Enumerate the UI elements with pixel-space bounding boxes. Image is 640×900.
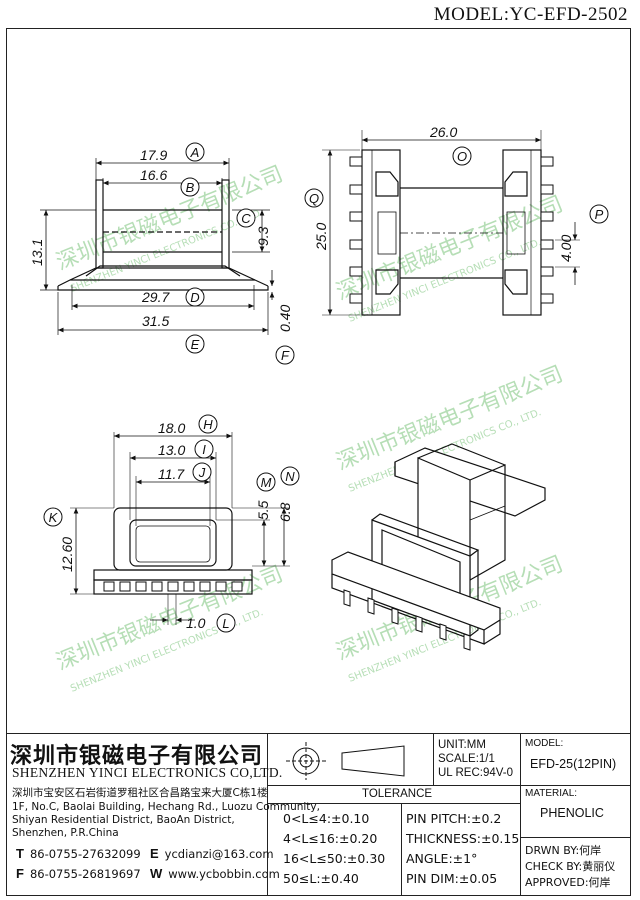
label-q: Q	[309, 191, 319, 206]
dim-5-5: 5.5	[255, 500, 271, 520]
tolerance-row-4-right: PIN DIM:±0.05	[406, 871, 498, 886]
dim-4-00: 4.00	[558, 235, 574, 262]
drawn-by: DRWN BY:何岸	[525, 844, 602, 857]
dim-9-3: 9.3	[255, 226, 271, 246]
company-name-en: SHENZHEN YINCI ELECTRONICS CO,LTD.	[12, 765, 283, 780]
dim-13-0: 13.0	[158, 442, 185, 458]
dim-13-1: 13.1	[29, 239, 45, 266]
website: www.ycbobbin.com	[168, 867, 280, 881]
ul-rec: UL REC:94V-0	[438, 767, 513, 779]
fax-number: 86-0755-26819697	[29, 867, 141, 881]
drawing-frame	[6, 28, 631, 896]
dim-6-8: 6.8	[277, 502, 293, 522]
label-c: C	[241, 211, 251, 226]
side-view-dimensions	[43, 160, 275, 333]
email-address: ycdianzi@163.com	[164, 847, 274, 861]
top-view	[361, 149, 542, 316]
address-cn: 深圳市宝安区石岩街道罗租社区合昌路宝来大厦C栋1楼	[12, 787, 268, 799]
unit: UNIT:MM	[438, 739, 486, 751]
label-d: D	[190, 290, 199, 305]
title-block-top-border	[7, 733, 630, 735]
callout-labels: A B C D E F O P Q H I J K L M N	[43, 142, 609, 633]
dim-12-60: 12.60	[59, 537, 75, 572]
tolerance-row-2-right: THICKNESS:±0.15	[406, 831, 520, 846]
dim-1-0: 1.0	[186, 615, 206, 631]
tolerance-row-1-right: PIN PITCH:±0.2	[406, 811, 502, 826]
label-j: J	[198, 465, 206, 480]
address-en-2: Shiyan Residential District, BaoAn Distr…	[12, 814, 235, 826]
label-o: O	[457, 149, 467, 164]
dim-31-5: 31.5	[142, 313, 169, 329]
label-a: A	[190, 145, 200, 160]
front-view-pin-slots	[103, 581, 243, 592]
address-en-3: Shenzhen, P.R.China	[12, 827, 119, 839]
checked-by: CHECK BY:黄丽仪	[525, 860, 616, 873]
address-en-1: 1F, No.C, Baolai Building, Hechang Rd., …	[12, 801, 320, 813]
approved-by: APPROVED:何岸	[525, 876, 611, 889]
label-m: M	[261, 475, 272, 490]
dim-17-9: 17.9	[140, 147, 167, 163]
dim-18-0: 18.0	[158, 420, 185, 436]
tel-number: 86-0755-27632099	[29, 847, 141, 861]
projection-symbol-icon	[286, 742, 405, 780]
dim-29-7: 29.7	[141, 289, 170, 305]
scale: SCALE:1/1	[438, 753, 495, 765]
label-f: F	[281, 348, 290, 363]
material-value: PHENOLIC	[540, 806, 604, 820]
tolerance-row-2-left: 4<L≤16:±0.20	[283, 831, 378, 846]
model-label: MODEL:	[525, 738, 564, 749]
model-value: EFD-25(12PIN)	[530, 757, 617, 771]
front-view-dimensions	[73, 433, 287, 623]
dim-26-0: 26.0	[429, 124, 457, 140]
label-l: L	[222, 616, 229, 631]
tolerance-row-3-left: 16<L≤50:±0.30	[283, 851, 386, 866]
material-label: MATERIAL:	[525, 788, 578, 799]
dim-16-6: 16.6	[140, 167, 167, 183]
label-n: N	[285, 469, 295, 484]
top-view-pins	[349, 156, 554, 304]
label-p: P	[595, 207, 604, 222]
model-title: MODEL:YC-EFD-2502	[433, 4, 628, 25]
label-e: E	[191, 337, 200, 352]
isometric-view	[331, 443, 546, 645]
isometric-pins	[343, 589, 471, 651]
tolerance-row-4-left: 50≤L:±0.40	[283, 871, 359, 886]
label-i: I	[202, 442, 206, 457]
top-view-dimensions	[322, 130, 580, 316]
company-name-cn: 深圳市银磁电子有限公司	[10, 744, 264, 769]
tolerance-row-1-left: 0<L≤4:±0.10	[283, 811, 370, 826]
dim-0-40: 0.40	[277, 305, 293, 332]
tolerance-title: TOLERANCE	[362, 788, 433, 800]
technical-drawing: 深圳市银磁电子有限公司 SHENZHEN YINCI ELECTRONICS C…	[29, 124, 580, 695]
label-b: B	[186, 180, 195, 195]
dim-11-7: 11.7	[158, 466, 185, 482]
side-view	[40, 158, 270, 335]
tolerance-row-3-right: ANGLE:±1°	[406, 851, 478, 866]
label-h: H	[203, 417, 213, 432]
dim-25-0: 25.0	[313, 223, 329, 251]
label-k: K	[49, 510, 59, 525]
